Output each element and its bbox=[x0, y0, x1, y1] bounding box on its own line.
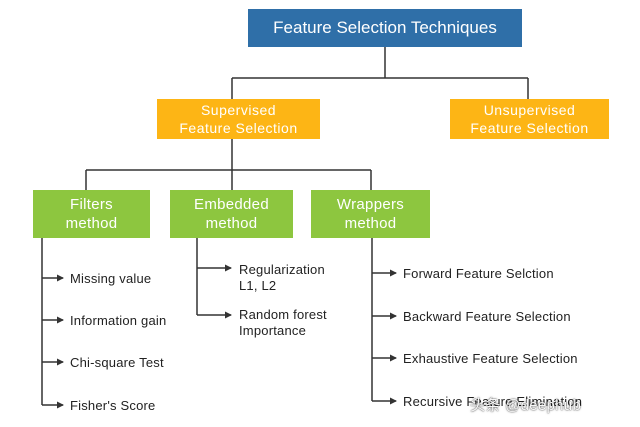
wrappers-item: Recursive Feature Elimination bbox=[403, 394, 583, 409]
wrappers-label-line2: method bbox=[344, 215, 397, 232]
embedded-label-line1: Embedded bbox=[194, 196, 269, 213]
embedded-item-line2: L1, L2 bbox=[239, 278, 277, 293]
filters-label-line2: method bbox=[65, 215, 118, 232]
embedded-item-line2: Importance bbox=[239, 323, 307, 338]
root-node: Feature Selection Techniques bbox=[248, 9, 522, 47]
supervised-label-line1: Supervised bbox=[200, 102, 277, 118]
unsupervised-node: Unsupervised Feature Selection bbox=[450, 99, 609, 139]
filters-item: Information gain bbox=[70, 313, 167, 328]
supervised-label-line2: Feature Selection bbox=[179, 120, 298, 136]
wrappers-item: Exhaustive Feature Selection bbox=[403, 351, 578, 366]
root-label: Feature Selection Techniques bbox=[273, 18, 497, 37]
embedded-method-node: Embedded method bbox=[170, 190, 293, 238]
embedded-item: Random forest Importance bbox=[239, 307, 327, 339]
filters-item: Fisher's Score bbox=[70, 398, 156, 413]
filters-item: Chi-square Test bbox=[70, 355, 164, 370]
watermark: 头条 @deephub bbox=[470, 397, 582, 414]
filters-item: Missing value bbox=[70, 271, 152, 286]
wrappers-method-node: Wrappers method bbox=[311, 190, 430, 238]
embedded-item-line1: Random forest bbox=[239, 307, 327, 322]
embedded-label-line2: method bbox=[205, 215, 258, 232]
embedded-item-line1: Regularization bbox=[239, 262, 325, 277]
embedded-item: Regularization L1, L2 bbox=[239, 262, 325, 294]
filters-method-node: Filters method bbox=[33, 190, 150, 238]
filters-label-line1: Filters bbox=[70, 196, 113, 213]
wrappers-item: Backward Feature Selection bbox=[403, 309, 571, 324]
wrappers-label-line1: Wrappers bbox=[336, 196, 405, 213]
unsupervised-label-line1: Unsupervised bbox=[483, 102, 576, 118]
supervised-node: Supervised Feature Selection bbox=[157, 99, 320, 139]
wrappers-item: Forward Feature Selction bbox=[403, 266, 554, 281]
unsupervised-label-line2: Feature Selection bbox=[470, 120, 589, 136]
